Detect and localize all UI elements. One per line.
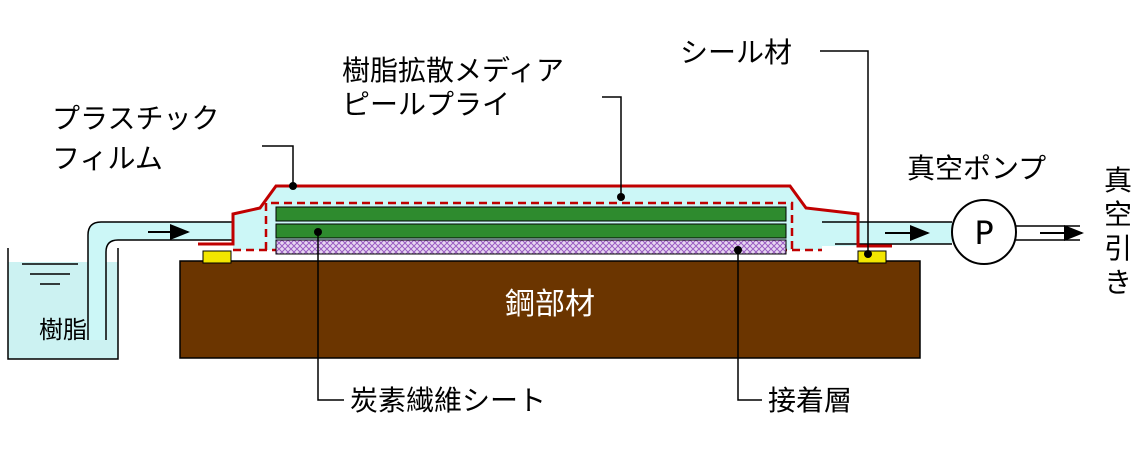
label-sealant: シール材 xyxy=(680,36,792,69)
label-adhesive-layer: 接着層 xyxy=(768,384,852,417)
resin-label: 樹脂 xyxy=(39,316,87,344)
sealant-right xyxy=(857,250,887,264)
carbon-fiber-sheet-top xyxy=(275,206,787,222)
leader-plastic-film xyxy=(262,145,294,186)
vacuum-draw-char: 引 xyxy=(1104,232,1132,265)
leader-dot-sealant xyxy=(864,250,872,258)
steel-member-label: 鋼部材 xyxy=(505,287,595,322)
label-vacuum-pump: 真空ポンプ xyxy=(907,152,1046,185)
adhesive-layer xyxy=(275,239,787,255)
leader-dot-peel xyxy=(617,193,625,201)
steel-member xyxy=(179,260,921,359)
label-vacuum-draw: 真 空 引 き xyxy=(1104,164,1132,299)
vacuum-pump xyxy=(951,199,1017,265)
label-plastic-film-1: プラスチック xyxy=(52,102,219,135)
resin-inlet-tube xyxy=(87,221,233,340)
vacuum-draw-char: 真 xyxy=(1104,164,1132,197)
label-carbon-fiber-sheet: 炭素繊維シート xyxy=(350,384,546,417)
leader-dot-plastic xyxy=(289,182,297,190)
label-peel-ply: ピールプライ xyxy=(342,88,510,121)
label-resin-diffusion-media: 樹脂拡散メディア xyxy=(342,54,564,87)
vacuum-draw-char: き xyxy=(1104,266,1132,299)
carbon-fiber-sheet-bottom xyxy=(275,223,787,239)
vacuum-draw-char: 空 xyxy=(1104,198,1132,231)
pump-symbol: P xyxy=(974,214,993,252)
leader-dot-adhesive xyxy=(734,246,742,254)
leader-peel-ply xyxy=(602,96,622,197)
sealant-left xyxy=(202,250,232,264)
plastic-film xyxy=(198,184,892,248)
label-plastic-film-2: フィルム xyxy=(52,142,163,175)
leader-carbon-fiber xyxy=(317,232,344,401)
leader-adhesive xyxy=(737,250,762,401)
leader-sealant xyxy=(820,50,869,254)
leader-dot-carbon xyxy=(314,228,322,236)
